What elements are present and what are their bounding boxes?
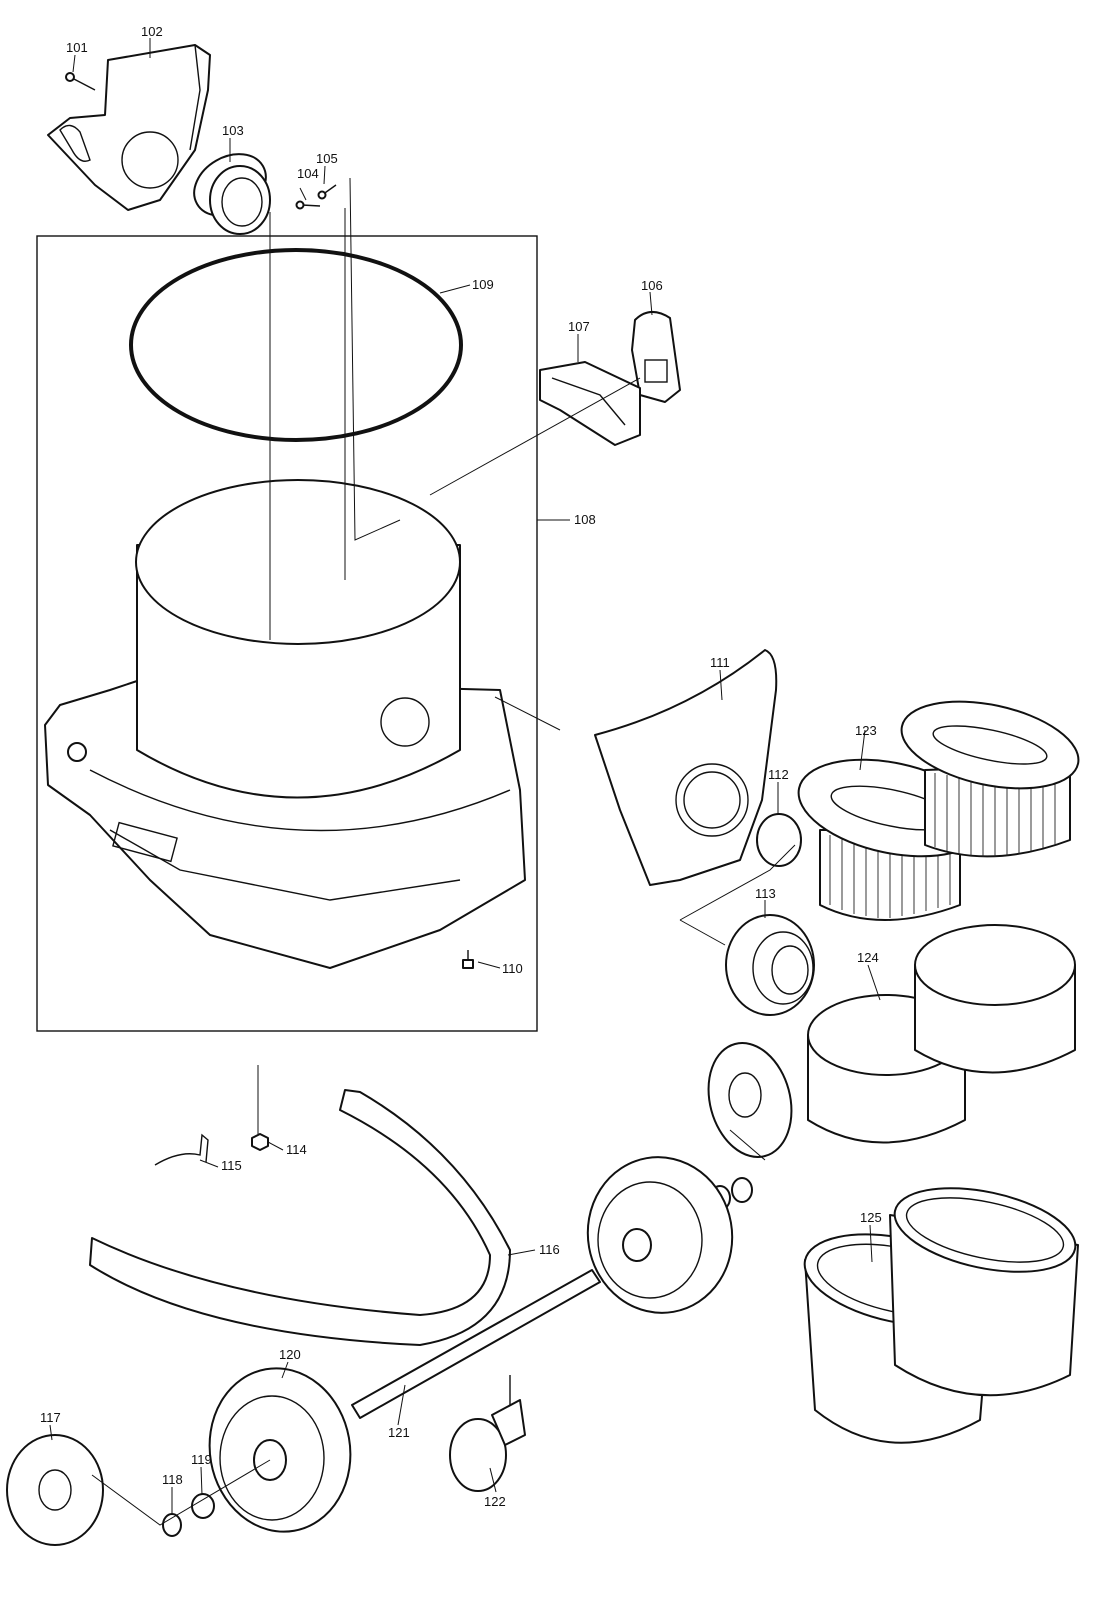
part-120-wheel-lower bbox=[208, 1367, 352, 1533]
label-125: 125 bbox=[860, 1210, 882, 1225]
assembly-box-108 bbox=[36, 235, 538, 1032]
label-119: 119 bbox=[191, 1452, 212, 1467]
part-111-front-cover bbox=[594, 649, 778, 886]
label-122: 122 bbox=[484, 1494, 506, 1509]
label-124: 124 bbox=[857, 950, 879, 965]
part-121-axle bbox=[351, 1269, 601, 1419]
part-106-latch bbox=[631, 311, 681, 403]
leader-lines bbox=[49, 38, 881, 1526]
part-118-clip bbox=[162, 1513, 182, 1537]
label-116: 116 bbox=[539, 1242, 560, 1257]
label-106: 106 bbox=[641, 278, 663, 293]
part-108-tank-body bbox=[44, 479, 526, 969]
label-117: 117 bbox=[40, 1410, 61, 1425]
part-117-hub-cover bbox=[6, 1434, 104, 1546]
label-105: 105 bbox=[316, 151, 338, 166]
label-101: 101 bbox=[66, 40, 88, 55]
part-125-basket-rear bbox=[889, 1187, 1079, 1397]
part-116-bumper bbox=[89, 1089, 511, 1346]
label-107: 107 bbox=[568, 319, 590, 334]
part-105-screw bbox=[317, 184, 337, 200]
label-110: 110 bbox=[502, 961, 523, 976]
part-122-caster bbox=[449, 1375, 526, 1492]
label-104: 104 bbox=[297, 166, 319, 181]
label-118: 118 bbox=[162, 1472, 183, 1487]
part-104-screw bbox=[295, 200, 321, 210]
part-wheel-cover-disc bbox=[707, 1042, 793, 1158]
label-123: 123 bbox=[855, 723, 877, 738]
part-109-gasket-ring bbox=[129, 248, 463, 442]
label-114: 114 bbox=[286, 1142, 307, 1157]
label-108: 108 bbox=[574, 512, 596, 527]
label-115: 115 bbox=[221, 1158, 242, 1173]
part-115-wire bbox=[154, 1133, 209, 1166]
part-124-sleeve-rear bbox=[914, 924, 1076, 1074]
label-120: 120 bbox=[279, 1347, 301, 1362]
part-103-elbow-connector bbox=[193, 153, 271, 235]
label-102: 102 bbox=[141, 24, 163, 39]
label-109: 109 bbox=[472, 277, 494, 292]
part-114-nut bbox=[251, 1133, 269, 1151]
part-110-screw bbox=[462, 950, 474, 969]
part-119-washer bbox=[191, 1493, 215, 1519]
part-113-coupling bbox=[725, 914, 815, 1016]
part-101-screw bbox=[65, 72, 96, 91]
part-107-latch-holder bbox=[539, 361, 641, 446]
part-wheel-upper bbox=[586, 1156, 734, 1314]
label-111: 111 bbox=[710, 655, 730, 670]
part-112-o-ring bbox=[756, 813, 802, 867]
part-123-filter-rear bbox=[900, 700, 1080, 858]
part-102-bracket bbox=[47, 44, 211, 211]
label-121: 121 bbox=[388, 1425, 410, 1440]
label-113: 113 bbox=[755, 886, 776, 901]
label-103: 103 bbox=[222, 123, 244, 138]
label-112: 112 bbox=[768, 767, 789, 782]
part-labels: 101 102 103 104 105 106 107 108 109 110 … bbox=[40, 24, 882, 1509]
